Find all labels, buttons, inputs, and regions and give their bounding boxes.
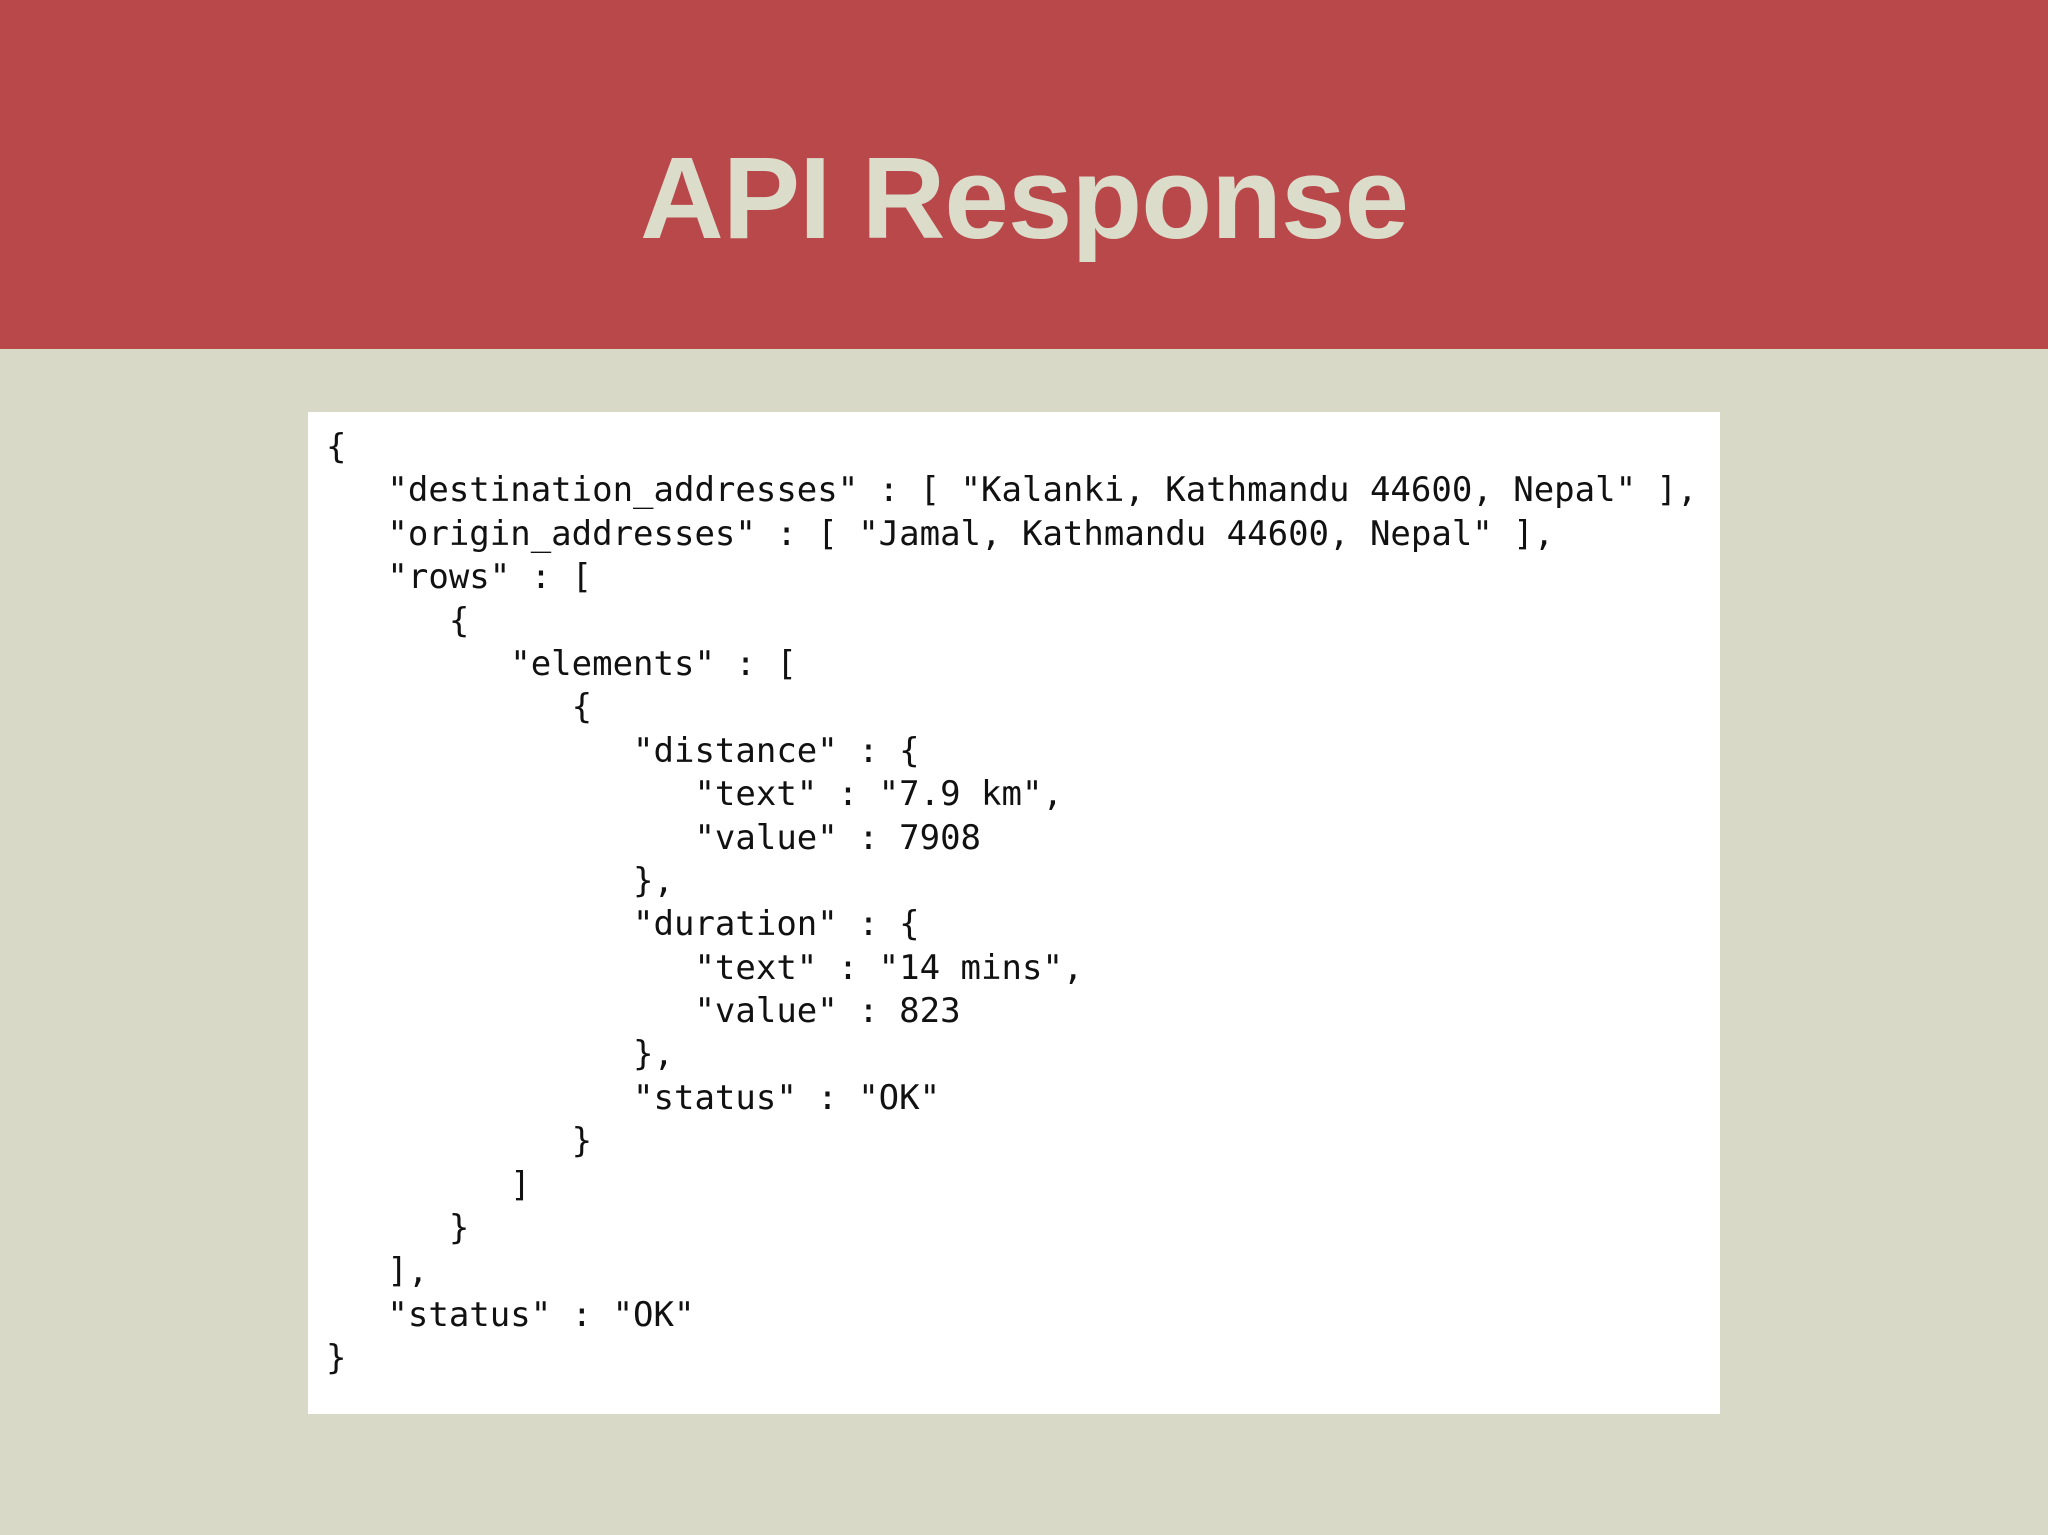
slide-title: API Response <box>640 133 1409 263</box>
code-line: ] <box>326 1164 531 1205</box>
code-line: { <box>326 600 470 641</box>
code-line: "status" : "OK" <box>326 1077 941 1118</box>
code-line: } <box>326 1208 470 1249</box>
code-line: "origin_addresses" : [ "Jamal, Kathmandu… <box>326 513 1555 554</box>
code-line: "destination_addresses" : [ "Kalanki, Ka… <box>326 470 1698 511</box>
code-line: "text" : "7.9 km", <box>326 774 1063 815</box>
code-line: "value" : 7908 <box>326 817 982 858</box>
code-line: { <box>326 427 347 467</box>
code-line: "elements" : [ <box>326 643 797 684</box>
code-line: } <box>326 1121 593 1162</box>
code-line: "distance" : { <box>326 730 920 771</box>
code-line: } <box>326 1338 347 1379</box>
code-line: "rows" : [ <box>326 557 593 598</box>
code-line: { <box>326 687 593 728</box>
code-line: "status" : "OK" <box>326 1294 695 1335</box>
json-code: { "destination_addresses" : [ "Kalanki, … <box>326 426 1697 1381</box>
code-line: }, <box>326 1034 674 1075</box>
code-line: "text" : "14 mins", <box>326 947 1084 988</box>
code-line: ], <box>326 1251 429 1292</box>
code-line: }, <box>326 860 674 901</box>
code-block: { "destination_addresses" : [ "Kalanki, … <box>308 412 1720 1414</box>
slide-header <box>0 0 2048 349</box>
code-line: "value" : 823 <box>326 991 961 1032</box>
code-line: "duration" : { <box>326 904 920 945</box>
